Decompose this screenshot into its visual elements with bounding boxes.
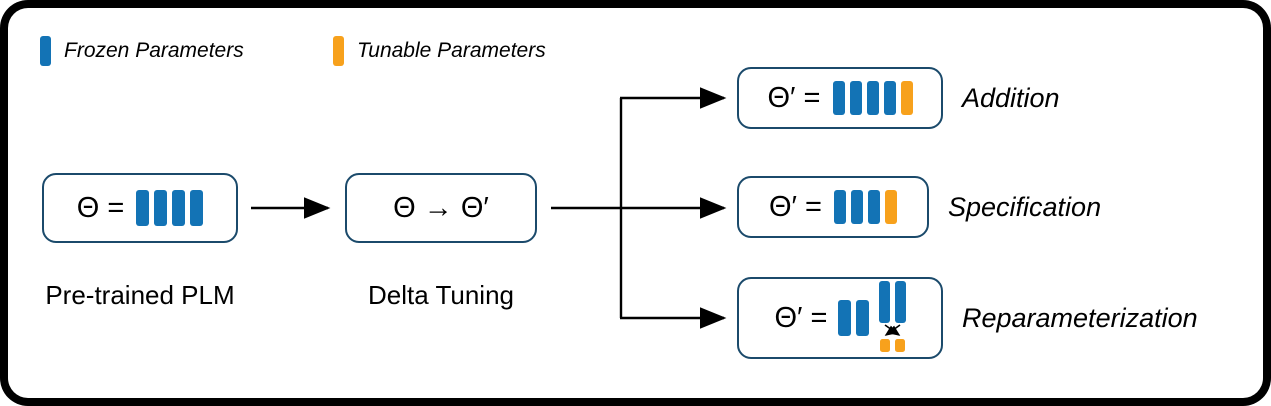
pretrained-plm-caption: Pre-trained PLM xyxy=(45,280,235,310)
delta-tuning-formula: Θ → Θ′ xyxy=(393,191,489,224)
tunable-parameters-swatch xyxy=(333,36,344,66)
reparameterization-tunable-bars xyxy=(879,338,905,352)
reparameterization-formula: Θ′ = xyxy=(774,301,828,334)
addition-box: Θ′ = xyxy=(737,67,943,129)
legend-tunable: Tunable Parameters xyxy=(333,36,546,66)
reparameterization-tall-bars xyxy=(878,280,906,323)
specification-label: Specification xyxy=(948,191,1102,222)
pretrained-plm-box: Θ = xyxy=(42,173,238,243)
tunable-parameters-label: Tunable Parameters xyxy=(357,39,546,62)
reparameterization-label: Reparameterization xyxy=(962,302,1198,333)
pretrained-parameter-bars xyxy=(136,190,204,226)
cross-arrows-icon xyxy=(884,323,900,336)
reparameterization-box: Θ′ = xyxy=(737,277,943,359)
reparameterization-frozen-bars xyxy=(837,300,869,336)
addition-formula: Θ′ = xyxy=(767,81,821,114)
frozen-parameters-label: Frozen Parameters xyxy=(64,39,244,62)
specification-parameter-bars xyxy=(834,190,897,224)
pretrained-formula: Θ = xyxy=(76,191,125,224)
addition-parameter-bars xyxy=(832,81,913,115)
delta-tuning-caption: Delta Tuning xyxy=(368,280,514,310)
reparameterization-decomposition xyxy=(878,280,906,352)
specification-formula: Θ′ = xyxy=(769,190,822,223)
legend-frozen: Frozen Parameters xyxy=(40,36,244,66)
specification-box: Θ′ = xyxy=(737,176,929,238)
addition-label: Addition xyxy=(962,82,1060,113)
frozen-parameters-swatch xyxy=(40,36,51,66)
delta-tuning-box: Θ → Θ′ xyxy=(345,173,537,243)
